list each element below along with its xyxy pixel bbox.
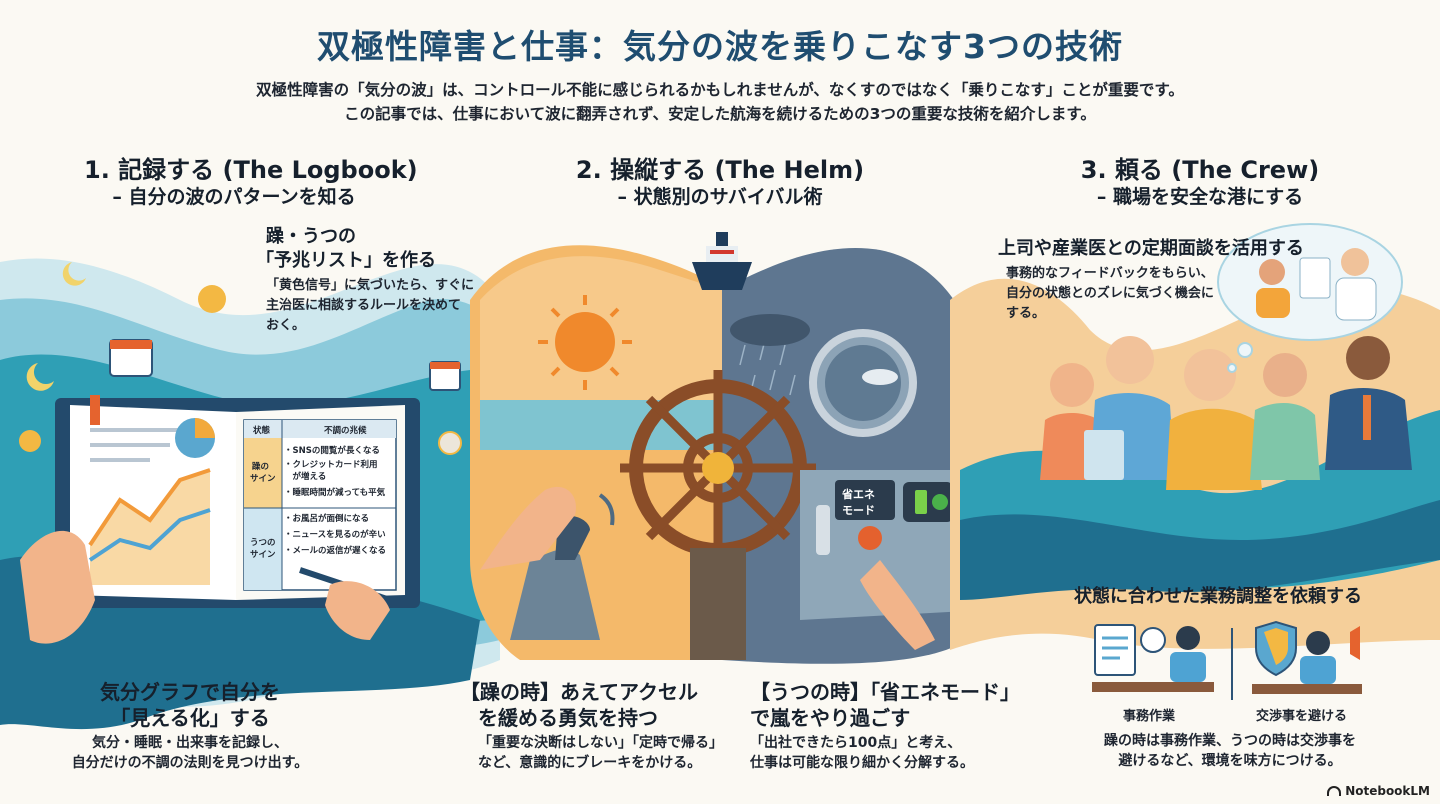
- moon-icon-2: [26, 363, 54, 391]
- sun-small-icon-2: [19, 430, 41, 452]
- section3-tip-body-2: 自分の状態とのズレに気づく機会に: [1006, 286, 1214, 301]
- table-row1-label-2: サイン: [250, 474, 276, 484]
- throttle-lever: [510, 549, 600, 640]
- table-row1-item-4: ・睡眠時間が減っても平気: [284, 488, 386, 498]
- section2-heading: 2. 操縦する (The Helm): [575, 156, 865, 184]
- table-row2-label-2: サイン: [250, 550, 276, 560]
- section2-subheading: – 状態別のサバイバル術: [617, 186, 823, 208]
- intro-line-1: 双極性障害の「気分の波」は、コントロール不能に感じられるかもしれませんが、なくす…: [256, 81, 1184, 99]
- section1-caption-title-2: 「見える化」する: [110, 706, 270, 730]
- section1-subheading: – 自分の波のパターンを知る: [112, 186, 356, 208]
- table-row2-item-1: ・お風呂が面倒になる: [284, 514, 370, 524]
- section2-depress-title-1: 【うつの時】「省エネモード」: [750, 680, 1020, 704]
- section1-caption-title-1: 気分グラフで自分を: [100, 680, 280, 704]
- wave-right-deep: [960, 500, 1440, 600]
- sun-icon: [555, 312, 615, 372]
- section3-tip-body-1: 事務的なフィードバックをもらい、: [1006, 266, 1214, 281]
- section1-tip-body-3: おく。: [266, 318, 306, 333]
- intro-line-2: この記事では、仕事において波に翻弄されず、安定した航海を続けるための3つの重要な…: [344, 105, 1096, 123]
- section1-caption-body-1: 気分・睡眠・出来事を記録し、: [92, 735, 288, 751]
- section1-tip-body-1: 「黄色信号」に気づいたら、すぐに: [266, 278, 475, 293]
- table-header-signs: 不調の兆候: [324, 426, 367, 436]
- page-title: 双極性障害と仕事：気分の波を乗りこなす3つの技術: [317, 27, 1123, 66]
- section2-mania-body-1: 「重要な決断はしない」「定時で帰る」: [478, 735, 723, 751]
- section1-tip-body-2: 主治医に相談するルールを決めて: [266, 298, 462, 313]
- shield-icon: [1252, 620, 1362, 694]
- table-row2-item-2: ・ニュースを見るのが辛い: [284, 530, 386, 540]
- section3-heading: 3. 頼る (The Crew): [1080, 156, 1320, 184]
- notebooklm-icon: [1327, 786, 1342, 796]
- brand-logo: NotebookLM: [1327, 784, 1430, 798]
- table-row2-label-1: うつの: [250, 538, 276, 548]
- section3-adjust-body-2: 避けるなど、環境を味方につける。: [1118, 753, 1342, 769]
- section2-depress-title-2: で嵐をやり過ごす: [750, 706, 911, 730]
- eco-mode-label-2: モード: [842, 504, 875, 517]
- section2-mania-title-2: を緩める勇気を持つ: [478, 706, 658, 730]
- table-row1-item-2: ・クレジットカード利用: [284, 460, 378, 470]
- section2-mania-body-2: など、意識的にブレーキをかける。: [478, 755, 702, 771]
- section1-tip-title-2: 「予兆リスト」を作る: [256, 250, 436, 271]
- logbook: [20, 395, 420, 644]
- section1-heading: 1. 記録する (The Logbook): [84, 156, 418, 184]
- section1-tip-title-1: 躁・うつの: [266, 226, 356, 247]
- table-row1-item-3: が増える: [284, 472, 327, 482]
- signs-table: 状態 不調の兆候 躁の サイン ・SNSの閲覧が長くなる ・クレジットカード利用…: [244, 420, 396, 590]
- label-desk-work: 事務作業: [1123, 709, 1176, 724]
- table-header-state: 状態: [253, 426, 271, 436]
- section2-depress-body-1: 「出社できたら100点」と考え、: [750, 735, 962, 751]
- brand-name: NotebookLM: [1345, 784, 1430, 798]
- section3-tip-body-3: する。: [1006, 306, 1046, 321]
- section2-depress-body-2: 仕事は可能な限り細かく分解する。: [750, 755, 974, 771]
- table-row2-item-3: ・メールの返信が遅くなる: [284, 546, 387, 556]
- helm-sea-warm: [480, 400, 722, 450]
- section3-tip-title: 上司や産業医との定期面談を活用する: [998, 238, 1304, 259]
- table-row1-label-1: 躁の: [252, 462, 270, 472]
- sun-small-icon-3: [438, 431, 462, 455]
- section3-adjust-title: 状態に合わせた業務調整を依頼する: [1074, 586, 1362, 607]
- sun-small-icon: [198, 285, 226, 313]
- section3-subheading: – 職場を安全な港にする: [1096, 186, 1304, 208]
- desk-work-icon: [1092, 624, 1214, 692]
- section1-caption-body-2: 自分だけの不調の法則を見つけ出す。: [71, 755, 309, 771]
- eco-mode-label-1: 省エネ: [842, 488, 875, 501]
- crew-people: [1040, 336, 1412, 490]
- thought-bubble: [1217, 223, 1403, 373]
- section2-mania-title-1: 【躁の時】あえてアクセル: [460, 680, 698, 704]
- section3-adjust-body-1: 躁の時は事務作業、うつの時は交渉事を: [1104, 733, 1356, 749]
- moon-icon: [62, 262, 86, 286]
- table-row1-item-1: ・SNSの閲覧が長くなる: [284, 446, 380, 456]
- label-avoid-negotiation: 交渉事を避ける: [1256, 709, 1348, 724]
- ship-icon: [692, 232, 752, 290]
